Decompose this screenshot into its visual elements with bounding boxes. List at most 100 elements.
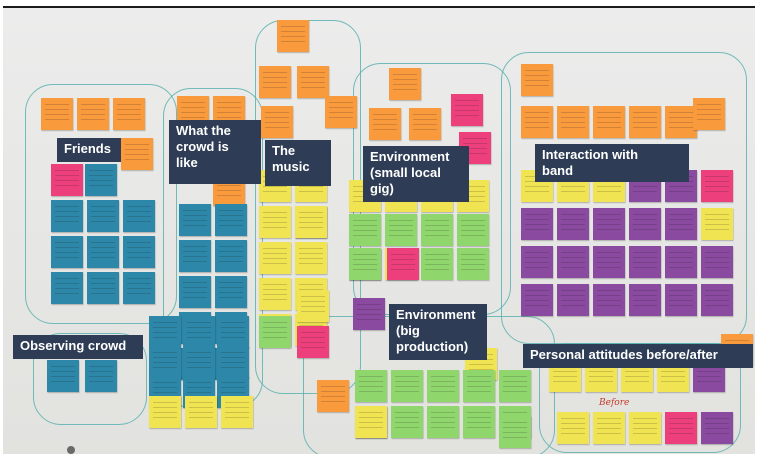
sticky-note-purple xyxy=(701,284,733,316)
sticky-note-purple xyxy=(629,208,661,240)
sticky-note-blue xyxy=(215,204,247,236)
sticky-note-blue xyxy=(179,204,211,236)
sticky-note-blue xyxy=(123,236,155,268)
cluster-title-interaction: Interaction with band xyxy=(535,144,689,182)
sticky-note-green xyxy=(463,370,495,402)
sticky-note-orange xyxy=(325,96,357,128)
sticky-note-orange xyxy=(593,106,625,138)
sticky-note-green xyxy=(499,416,531,448)
sticky-note-yellow xyxy=(149,396,181,428)
sticky-note-green xyxy=(463,406,495,438)
sticky-note-blue xyxy=(51,272,83,304)
sticky-note-green xyxy=(349,248,381,280)
sticky-note-yellow xyxy=(185,396,217,428)
sticky-note-purple xyxy=(353,298,385,330)
cluster-outline xyxy=(25,84,177,324)
sticky-note-orange xyxy=(369,108,401,140)
sticky-note-green xyxy=(427,370,459,402)
sticky-note-blue xyxy=(215,276,247,308)
sticky-note-purple xyxy=(557,284,589,316)
sticky-note-orange xyxy=(297,66,329,98)
sticky-note-green xyxy=(391,406,423,438)
sticky-note-pink xyxy=(387,248,419,280)
sticky-note-orange xyxy=(665,106,697,138)
sticky-note-green xyxy=(391,370,423,402)
sticky-note-blue xyxy=(87,236,119,268)
cluster-title-attitudes: Personal attitudes before/after xyxy=(523,344,753,368)
sticky-note-purple xyxy=(593,208,625,240)
sticky-note-yellow xyxy=(355,406,387,438)
sticky-note-pink xyxy=(297,326,329,358)
cluster-title-observing: Observing crowd xyxy=(13,335,143,359)
sticky-note-orange xyxy=(629,106,661,138)
sticky-note-purple xyxy=(593,246,625,278)
sticky-note-blue xyxy=(87,272,119,304)
sticky-note-orange xyxy=(41,98,73,130)
sticky-note-orange xyxy=(409,108,441,140)
sticky-note-orange xyxy=(261,106,293,138)
cluster-title-env-small: Environment (small local gig) xyxy=(363,146,469,202)
sticky-note-purple xyxy=(665,246,697,278)
sticky-note-green xyxy=(457,214,489,246)
cluster-outline xyxy=(33,333,147,425)
sticky-note-green xyxy=(259,316,291,348)
sticky-note-purple xyxy=(665,208,697,240)
sticky-note-purple xyxy=(629,284,661,316)
sticky-note-orange xyxy=(121,138,153,170)
board-hole xyxy=(67,446,75,454)
cluster-title-env-big: Environment (big production) xyxy=(389,304,487,360)
sticky-note-purple xyxy=(593,284,625,316)
sticky-note-yellow xyxy=(259,206,291,238)
sticky-note-blue xyxy=(183,346,215,378)
sticky-note-blue xyxy=(215,240,247,272)
sticky-note-purple xyxy=(629,246,661,278)
sticky-note-orange xyxy=(259,66,291,98)
sticky-note-yellow xyxy=(259,278,291,310)
sticky-note-pink xyxy=(665,412,697,444)
sticky-note-orange xyxy=(317,380,349,412)
sticky-note-yellow xyxy=(295,242,327,274)
sticky-note-blue xyxy=(123,200,155,232)
sticky-note-purple xyxy=(521,284,553,316)
sticky-note-blue xyxy=(179,240,211,272)
sticky-note-orange xyxy=(77,98,109,130)
sticky-note-green xyxy=(427,406,459,438)
sticky-note-purple xyxy=(665,284,697,316)
sticky-note-yellow xyxy=(295,206,327,238)
cluster-title-music: The music xyxy=(265,140,331,186)
sticky-note-orange xyxy=(521,106,553,138)
sticky-note-pink xyxy=(51,164,83,196)
sticky-note-purple xyxy=(557,246,589,278)
sticky-note-blue xyxy=(123,272,155,304)
sticky-note-yellow xyxy=(221,396,253,428)
sticky-note-purple xyxy=(701,246,733,278)
sticky-note-green xyxy=(385,214,417,246)
sticky-note-pink xyxy=(451,94,483,126)
sticky-note-yellow xyxy=(701,208,733,240)
sticky-note-green xyxy=(421,248,453,280)
sticky-note-purple xyxy=(701,412,733,444)
handwritten-before-note: Before xyxy=(599,398,630,408)
sticky-note-blue xyxy=(217,316,249,348)
sticky-note-blue xyxy=(179,276,211,308)
sticky-note-yellow xyxy=(593,412,625,444)
sticky-note-yellow xyxy=(557,412,589,444)
sticky-note-orange xyxy=(521,64,553,96)
sticky-note-orange xyxy=(557,106,589,138)
sticky-note-blue xyxy=(85,360,117,392)
sticky-note-yellow xyxy=(259,242,291,274)
sticky-note-green xyxy=(499,370,531,402)
sticky-note-yellow xyxy=(629,412,661,444)
sticky-note-orange xyxy=(693,98,725,130)
sticky-note-green xyxy=(421,214,453,246)
sticky-note-orange xyxy=(113,98,145,130)
sticky-note-purple xyxy=(557,208,589,240)
cluster-outline xyxy=(539,343,741,453)
sticky-note-blue xyxy=(47,360,79,392)
sticky-note-blue xyxy=(149,346,181,378)
sticky-note-pink xyxy=(701,170,733,202)
sticky-note-blue xyxy=(149,316,181,348)
sticky-note-yellow xyxy=(297,290,329,322)
